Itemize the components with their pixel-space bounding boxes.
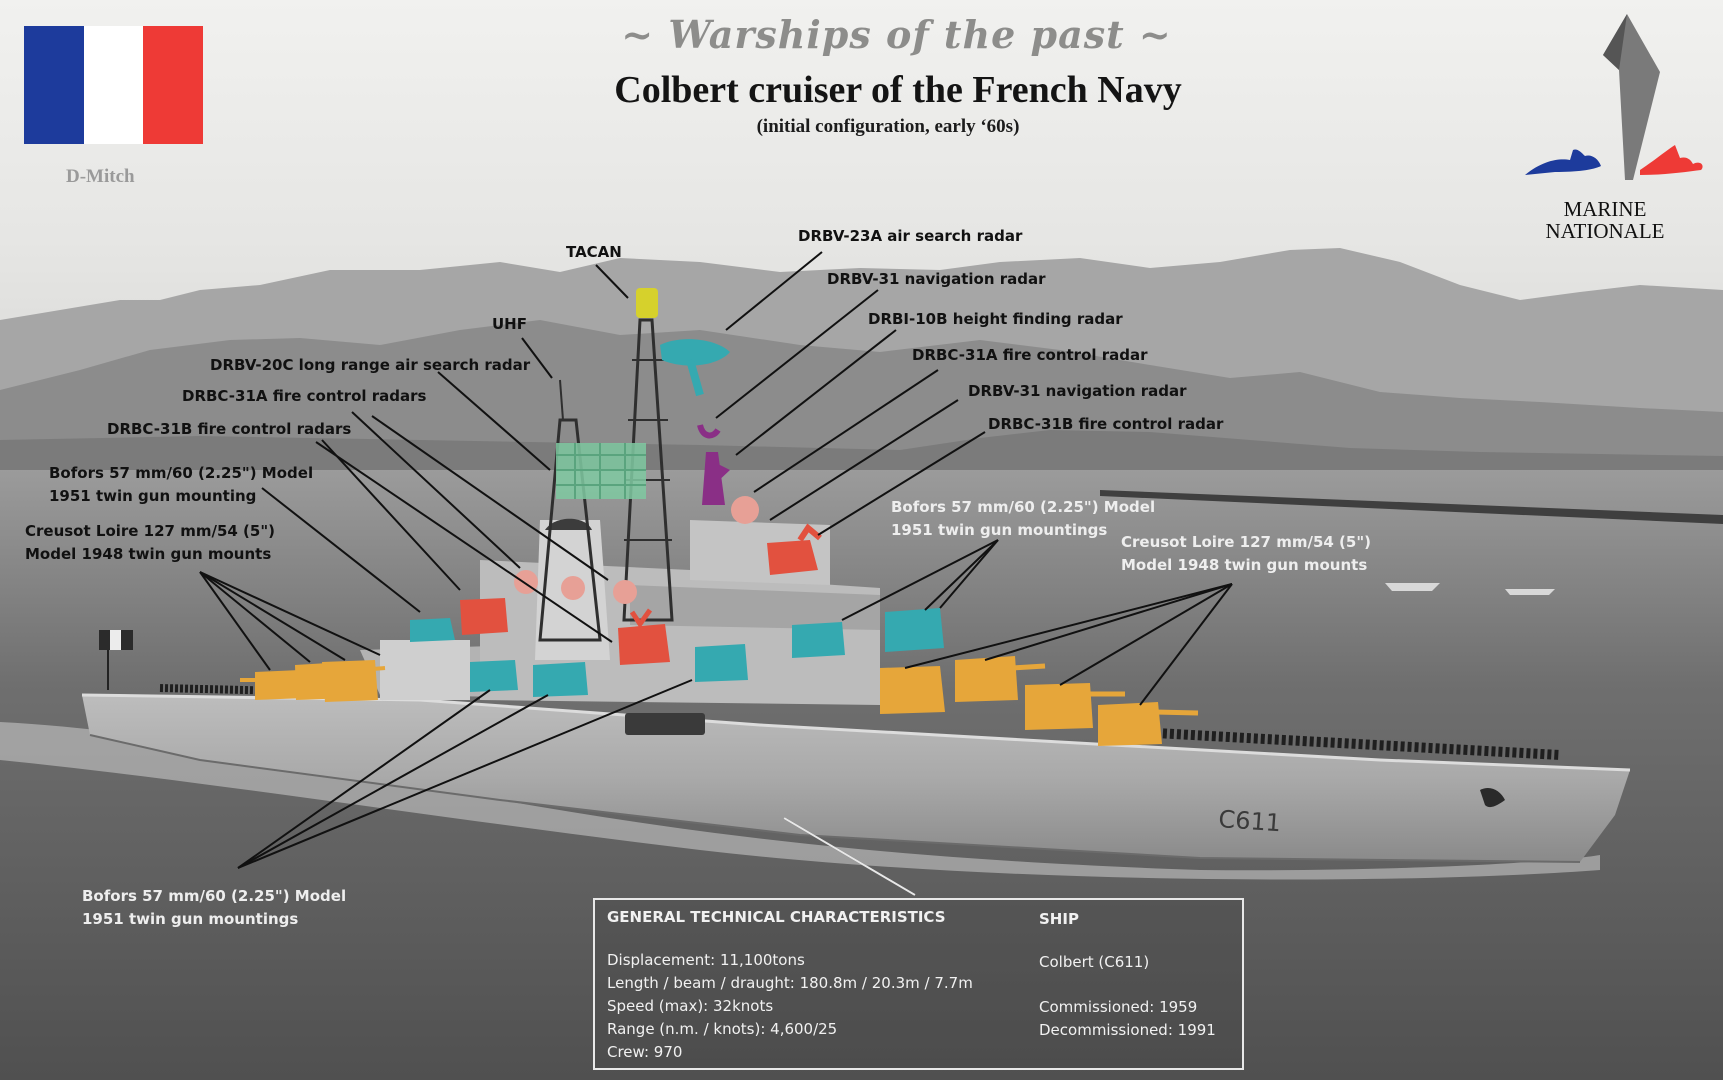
- page-title: Colbert cruiser of the French Navy: [614, 69, 1182, 111]
- breakwater: [1100, 490, 1723, 524]
- specifications-panel: GENERAL TECHNICAL CHARACTERISTICS Displa…: [593, 898, 1244, 1070]
- bofors-mount-3: [533, 662, 588, 697]
- label-bofors-low-line1: Bofors 57 mm/60 (2.25") Model: [82, 887, 347, 905]
- label-creusot-aft: Creusot Loire 127 mm/54 (5") Model 1948 …: [25, 520, 275, 566]
- label-drbv20c: DRBV-20C long range air search radar: [210, 356, 531, 374]
- drbv23a-antenna: [660, 339, 730, 366]
- gun-mount-fwd-2: [955, 656, 1018, 702]
- label-drbv31-nav-2: DRBV-31 navigation radar: [968, 382, 1187, 400]
- label-creusot-aft-line1: Creusot Loire 127 mm/54 (5"): [25, 522, 276, 540]
- page-subtitle: (initial configuration, early ‘60s): [756, 116, 1020, 137]
- label-drbv31-nav-1: DRBV-31 navigation radar: [827, 270, 1046, 288]
- bofors-mount-4: [695, 644, 748, 682]
- logo-text-line1: MARINE: [1563, 197, 1647, 221]
- marine-nationale-text: MARINE NATIONALE: [1505, 198, 1705, 242]
- drbi10b-antenna: [702, 452, 730, 505]
- spec-speed: Speed (max): 32knots: [607, 997, 774, 1015]
- gun-mount-fwd-4: [1098, 702, 1162, 746]
- spec-range: Range (n.m. / knots): 4,600/25: [607, 1020, 838, 1038]
- label-creusot-aft-line2: Model 1948 twin gun mounts: [25, 545, 272, 563]
- spec-dimensions: Length / beam / draught: 180.8m / 20.3m …: [607, 974, 973, 992]
- fire-control-aft-2: [618, 624, 670, 665]
- fire-control-fwd: [767, 540, 818, 575]
- marine-nationale-logo-icon: [1525, 14, 1703, 180]
- label-bofors-low-line2: 1951 twin gun mountings: [82, 910, 299, 928]
- coastline: [0, 430, 1723, 480]
- ship-name: Colbert (C611): [1039, 953, 1150, 971]
- ship-decommissioned: Decommissioned: 1991: [1039, 1021, 1216, 1039]
- label-drbc31a-fcs: DRBC-31A fire control radars: [182, 387, 427, 405]
- ship-commissioned: Commissioned: 1959: [1039, 998, 1198, 1016]
- label-bofors-aft: Bofors 57 mm/60 (2.25") Model 1951 twin …: [49, 462, 313, 508]
- label-drbc31b-fcs: DRBC-31B fire control radars: [107, 420, 352, 438]
- boat-deck: [380, 640, 470, 700]
- general-characteristics-heading: GENERAL TECHNICAL CHARACTERISTICS: [607, 908, 946, 926]
- label-uhf: UHF: [492, 315, 527, 333]
- author-credit: D-Mitch: [66, 166, 135, 187]
- label-drbc31b-fc: DRBC-31B fire control radar: [988, 415, 1224, 433]
- ship-hull: [82, 695, 1630, 862]
- spec-crew: Crew: 970: [607, 1043, 683, 1061]
- label-bofors-mid-line2: 1951 twin gun mountings: [891, 521, 1108, 539]
- bofors-mount-2: [470, 660, 518, 692]
- spec-displacement: Displacement: 11,100tons: [607, 951, 805, 969]
- logo-text-line2: NATIONALE: [1545, 219, 1665, 243]
- mountain-range-near: [0, 320, 1723, 470]
- label-bofors-aft-line1: Bofors 57 mm/60 (2.25") Model: [49, 464, 314, 482]
- gun-mount-fwd-3: [1025, 683, 1093, 730]
- bofors-mount-1: [410, 618, 455, 642]
- label-bofors-mid: Bofors 57 mm/60 (2.25") Model 1951 twin …: [891, 496, 1155, 542]
- gun-mount-fwd-1: [880, 666, 945, 714]
- label-drbv23a: DRBV-23A air search radar: [798, 227, 1023, 245]
- ship-wake: [0, 722, 1600, 880]
- label-tacan: TACAN: [566, 243, 622, 261]
- tacan-antenna: [636, 288, 658, 318]
- fire-control-aft-1: [460, 598, 508, 635]
- label-creusot-fwd: Creusot Loire 127 mm/54 (5") Model 1948 …: [1121, 531, 1371, 577]
- label-bofors-mid-line1: Bofors 57 mm/60 (2.25") Model: [891, 498, 1156, 516]
- label-creusot-fwd-line2: Model 1948 twin gun mounts: [1121, 556, 1368, 574]
- bofors-mount-5: [792, 622, 845, 658]
- main-mast: [622, 318, 674, 622]
- label-bofors-low: Bofors 57 mm/60 (2.25") Model 1951 twin …: [82, 885, 346, 931]
- series-label: ~ Warships of the past ~: [621, 12, 1172, 57]
- ship-heading: SHIP: [1039, 910, 1079, 928]
- hull-number: C611: [1218, 805, 1282, 837]
- label-drbc31a-fc: DRBC-31A fire control radar: [912, 346, 1148, 364]
- aft-mast: [538, 418, 602, 642]
- label-drbi10b: DRBI-10B height finding radar: [868, 310, 1123, 328]
- label-creusot-fwd-line1: Creusot Loire 127 mm/54 (5"): [1121, 533, 1372, 551]
- gun-mount-aft-1: [255, 670, 305, 700]
- bofors-mount-6: [885, 608, 944, 652]
- label-bofors-aft-line2: 1951 twin gun mounting: [49, 487, 257, 505]
- french-flag-icon: [24, 26, 204, 144]
